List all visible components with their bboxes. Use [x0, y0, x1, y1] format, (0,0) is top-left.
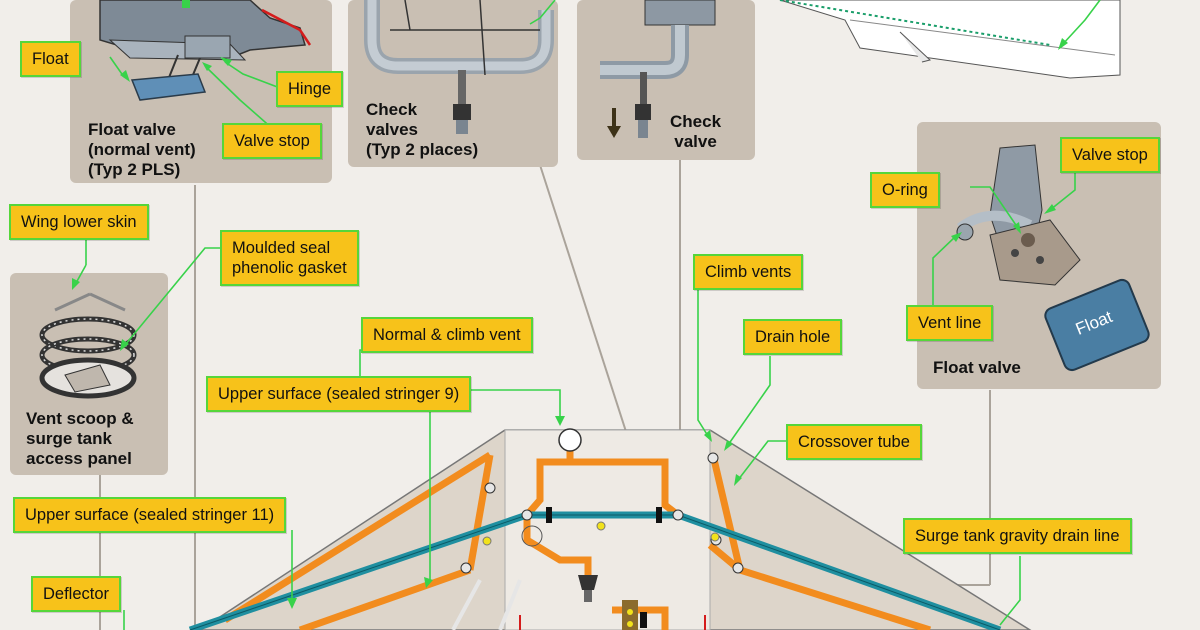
tank-cross-section: [188, 428, 1032, 630]
callout-wing-lower-skin: Wing lower skin: [9, 204, 149, 240]
callout-vent-line: Vent line: [906, 305, 994, 341]
callout-hinge: Hinge: [276, 71, 344, 107]
check-valves-panel: [348, 0, 558, 167]
check-valves-label: Check valves (Typ 2 places): [366, 100, 479, 159]
check-valve-label: Check valve: [670, 112, 722, 151]
check-valve-panel: [577, 0, 755, 160]
callout-surge-tank-drain: Surge tank gravity drain line: [903, 518, 1132, 554]
callout-moulded-seal: Moulded seal phenolic gasket: [220, 230, 359, 286]
callout-upper-surface-9: Upper surface (sealed stringer 9): [206, 376, 472, 412]
callout-o-ring: O-ring: [870, 172, 940, 208]
callout-deflector: Deflector: [31, 576, 122, 612]
callout-valve-stop-left: Valve stop: [222, 123, 322, 159]
callout-valve-stop-right: Valve stop: [1060, 137, 1160, 173]
callout-upper-surface-11: Upper surface (sealed stringer 11): [13, 497, 287, 533]
vent-scoop-label: Vent scoop & surge tank access panel: [26, 409, 134, 468]
callout-float: Float: [20, 41, 81, 77]
callout-drain-hole: Drain hole: [743, 319, 843, 355]
float-valve-label: Float valve: [933, 358, 1021, 377]
wing-illustration: [779, 0, 1121, 79]
callout-crossover-tube: Crossover tube: [786, 424, 922, 460]
callout-climb-vents: Climb vents: [693, 254, 804, 290]
check-valve-illustration: [600, 0, 716, 138]
callout-normal-climb-vent: Normal & climb vent: [361, 317, 533, 353]
vent-scoop-illustration: [39, 292, 137, 399]
float-valve-normal-illustration: [99, 0, 312, 101]
check-valves-illustration: [364, 0, 554, 134]
float-valve-illustration: [956, 144, 1150, 372]
float-valve-normal-label: Float valve (normal vent) (Typ 2 PLS): [88, 120, 196, 179]
